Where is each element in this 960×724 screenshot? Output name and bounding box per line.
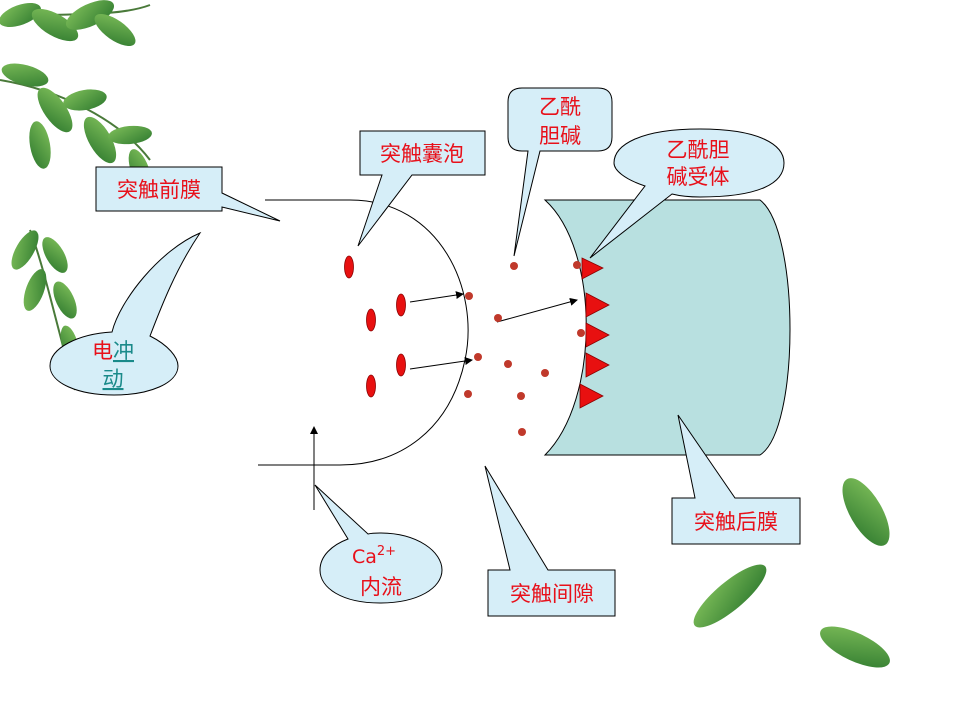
acetylcholine-molecule <box>464 390 472 398</box>
callout-calcium-influx: Ca2+ 内流 <box>314 484 443 604</box>
acetylcholine-molecule <box>573 261 581 269</box>
label-calcium-line1: Ca2+ <box>352 544 396 568</box>
label-receptor-line2: 碱受体 <box>667 165 730 189</box>
label-calcium-line2: 内流 <box>360 575 402 599</box>
presynaptic-terminal <box>258 199 469 466</box>
receptor <box>585 292 610 318</box>
acetylcholine-molecule <box>517 392 525 400</box>
acetylcholine-molecule <box>474 353 482 361</box>
synaptic-vesicle <box>366 374 376 398</box>
label-acetylcholine-line1: 乙酰 <box>539 95 581 119</box>
synaptic-vesicle <box>366 308 376 332</box>
acetylcholine-molecule <box>577 329 585 337</box>
callout-acetylcholine: 乙酰 胆碱 <box>507 87 613 257</box>
label-presynaptic-membrane: 突触前膜 <box>117 178 201 202</box>
acetylcholine-molecule <box>465 292 473 300</box>
callout-postsynaptic-membrane: 突触后膜 <box>671 414 801 545</box>
release-arrow <box>409 357 473 370</box>
diffusion-arrow <box>496 297 578 323</box>
receptor <box>585 322 610 348</box>
receptor <box>579 383 604 409</box>
synaptic-vesicles <box>344 255 406 398</box>
label-synaptic-vesicle: 突触囊泡 <box>380 142 464 166</box>
acetylcholine-molecule <box>504 360 512 368</box>
callout-presynaptic-membrane: 突触前膜 <box>95 166 281 222</box>
label-postsynaptic-membrane: 突触后膜 <box>694 510 778 534</box>
label-nerve-impulse-line1: 电冲 <box>92 339 134 363</box>
label-acetylcholine-line2: 胆碱 <box>539 124 581 148</box>
label-receptor-line1: 乙酰胆 <box>667 138 730 162</box>
acetylcholine-receptors <box>579 257 610 409</box>
synaptic-vesicle <box>396 293 406 317</box>
callout-synaptic-vesicle: 突触囊泡 <box>357 130 486 247</box>
acetylcholine-molecule <box>518 428 526 436</box>
callout-nerve-impulse: 电冲 动 <box>49 231 202 396</box>
acetylcholine-molecule <box>541 369 549 377</box>
callout-receptor: 乙酰胆 碱受体 <box>589 128 785 259</box>
acetylcholine-molecule <box>494 314 502 322</box>
callout-synaptic-cleft: 突触间隙 <box>484 465 616 617</box>
synaptic-vesicle <box>396 353 406 377</box>
synaptic-vesicle <box>344 255 354 279</box>
acetylcholine-molecules <box>464 261 585 436</box>
receptor <box>581 257 604 280</box>
receptor <box>585 352 610 378</box>
label-nerve-impulse-line2: 动 <box>103 367 124 391</box>
leaf-decoration-icon <box>693 478 890 668</box>
acetylcholine-molecule <box>510 262 518 270</box>
postsynaptic-membrane-body <box>543 199 791 456</box>
release-arrow <box>409 291 464 303</box>
label-synaptic-cleft: 突触间隙 <box>510 582 594 606</box>
